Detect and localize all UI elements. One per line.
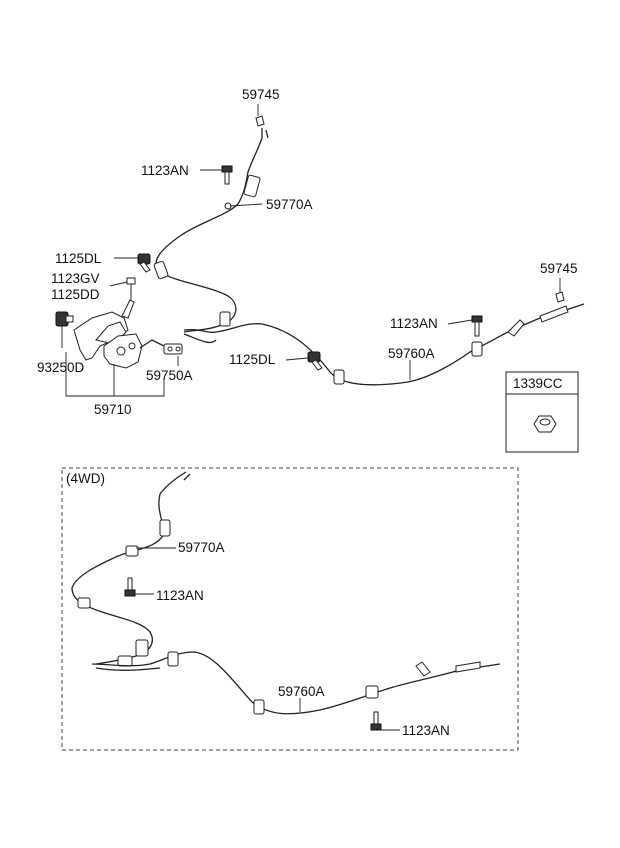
bolt-1123AN-right-icon <box>471 315 483 337</box>
label-1123GV: 1123GV <box>51 271 100 286</box>
label-1339CC: 1339CC <box>513 376 563 391</box>
label-59760A-4wd: 59760A <box>278 684 325 699</box>
cable-59760A-4wd <box>91 651 501 715</box>
label-1123AN-4wd-b: 1123AN <box>402 723 450 738</box>
bolt-1123AN-4wd-a-icon <box>124 577 136 597</box>
label-1123AN-4wd-a: 1123AN <box>156 588 204 603</box>
label-59770A-top: 59770A <box>266 197 313 212</box>
bolt-1123GV-icon <box>126 277 136 296</box>
cable-59770A <box>153 128 269 333</box>
label-93250D: 93250D <box>37 360 85 375</box>
label-59760A-top: 59760A <box>388 346 435 361</box>
part-box-1339CC: 1339CC <box>505 371 579 453</box>
label-1123AN-right: 1123AN <box>390 316 438 331</box>
label-1125DL-mid: 1125DL <box>229 352 276 367</box>
bolt-1123AN-top-icon <box>221 165 233 185</box>
label-59770A-4wd: 59770A <box>178 540 225 555</box>
4wd-section: (4WD) <box>61 467 519 751</box>
bolt-1123AN-4wd-b-icon <box>370 711 382 731</box>
label-1125DD: 1125DD <box>51 287 100 302</box>
label-1125DL-left: 1125DL <box>55 251 102 266</box>
equalizer-59750A <box>139 339 183 355</box>
cable-59760A <box>183 303 585 386</box>
label-59710: 59710 <box>94 402 132 417</box>
clip-59745-right-icon <box>555 291 565 303</box>
clip-59745-top-icon <box>255 115 265 127</box>
label-59745-top: 59745 <box>242 87 280 102</box>
bolt-1125DL-mid-icon <box>307 351 323 371</box>
cable-59770A-4wd <box>71 471 191 667</box>
bolt-1125DL-left-icon <box>137 253 151 273</box>
nut-icon <box>533 415 557 433</box>
switch-93250D-icon <box>55 311 74 348</box>
label-59750A: 59750A <box>146 368 193 383</box>
label-1123AN-top: 1123AN <box>141 163 189 178</box>
4wd-heading: (4WD) <box>66 471 105 486</box>
parking-brake-lever-assembly <box>73 286 143 369</box>
label-59745-right: 59745 <box>540 261 578 276</box>
